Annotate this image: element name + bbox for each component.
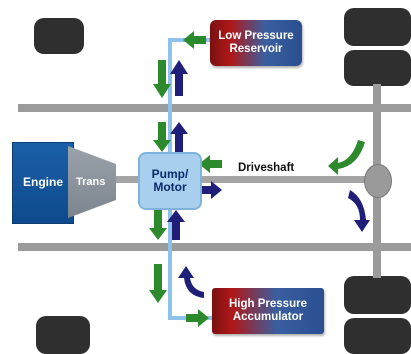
front-right-wheel-lower (344, 50, 411, 86)
engine-box: Engine (12, 142, 74, 224)
reservoir-label-line1: Low Pressure (218, 30, 294, 43)
high-pressure-accumulator: High Pressure Accumulator (212, 288, 324, 334)
upper-frame-rail (18, 104, 411, 112)
lower-frame-rail (18, 243, 411, 251)
front-left-wheel (34, 18, 84, 54)
blue-arrow-right (199, 181, 222, 199)
green-arrow-to-accumulator (186, 309, 209, 327)
green-arrow-down-4 (149, 264, 167, 303)
accumulator-label-line1: High Pressure (229, 298, 307, 311)
green-arrow-down-3 (149, 210, 167, 240)
blue-arrow-up-2 (170, 122, 188, 152)
green-arrow-down-2 (153, 122, 171, 152)
rear-right-wheel-upper (344, 276, 411, 314)
green-flow-arrows (149, 31, 365, 327)
green-arrow-left (199, 155, 222, 173)
blue-curved-arrow-wheel (348, 190, 370, 232)
green-curved-arrow (328, 140, 365, 175)
trans-label: Trans (76, 175, 106, 188)
reservoir-label-line2: Reservoir (229, 43, 283, 55)
differential (364, 164, 392, 198)
engine-label: Engine (22, 175, 63, 190)
driveshaft (112, 176, 370, 183)
blue-arrow-up-1 (170, 60, 188, 96)
front-right-wheel-upper (344, 8, 411, 46)
blue-arrow-up-3 (167, 210, 185, 240)
rear-right-wheel-lower (344, 318, 411, 354)
green-arrow-to-reservoir (183, 31, 206, 49)
blue-curved-arrow-accumulator (178, 266, 204, 298)
pump-motor-box: Pump/ Motor (138, 152, 202, 210)
accumulator-label-line2: Accumulator (232, 311, 304, 323)
low-pressure-reservoir: Low Pressure Reservoir (210, 20, 302, 66)
pump-label-line2: Motor (153, 180, 187, 194)
driveshaft-label: Driveshaft (238, 162, 295, 174)
blue-flow-arrows (167, 60, 370, 298)
rear-left-wheel (36, 316, 90, 354)
green-arrow-down-1 (153, 60, 171, 98)
pump-label-line1: Pump/ (151, 166, 189, 181)
